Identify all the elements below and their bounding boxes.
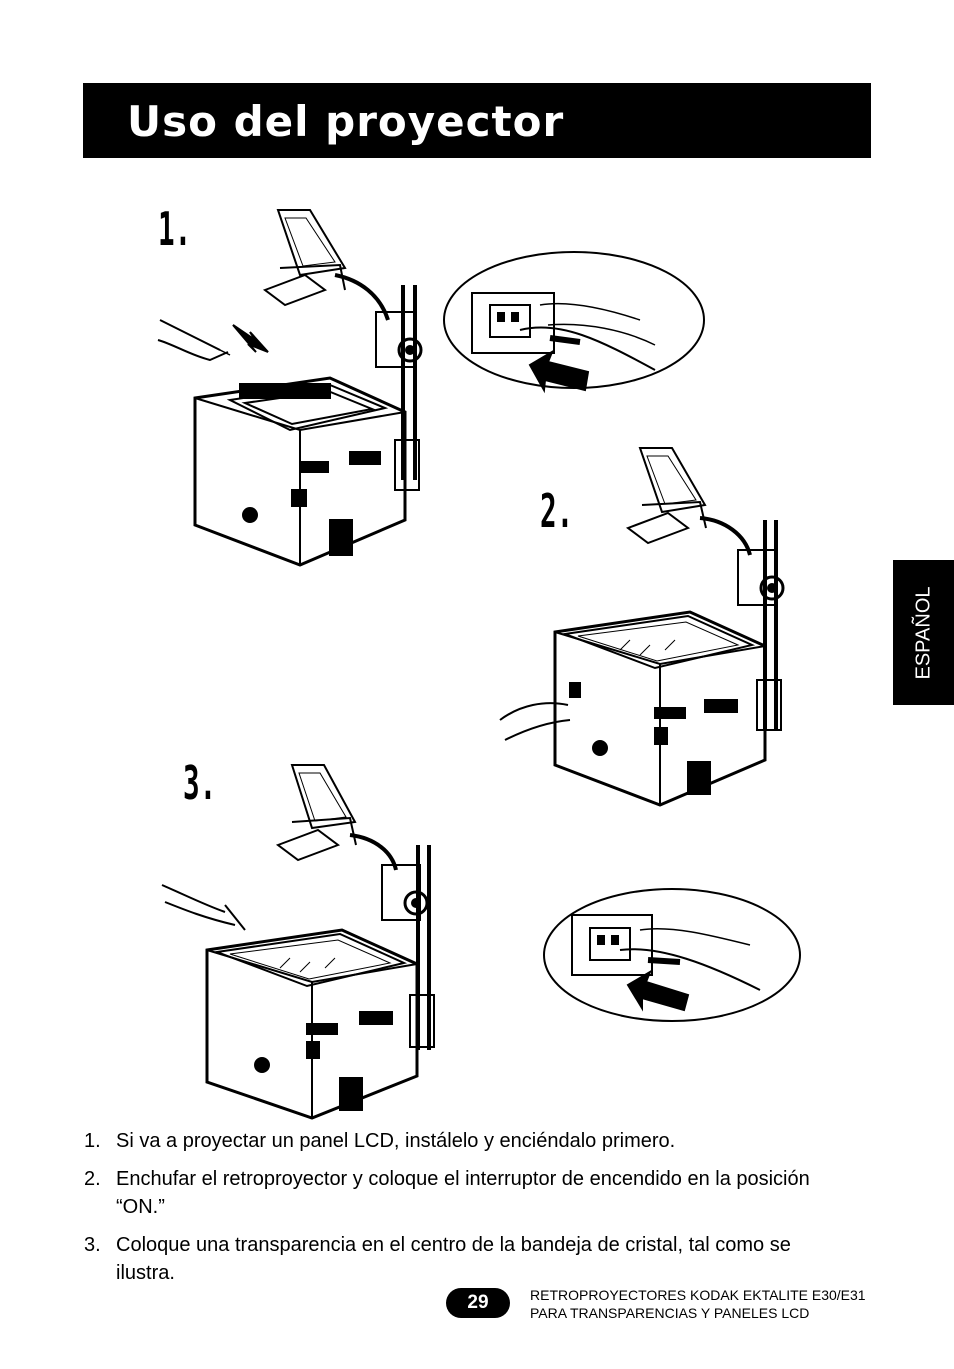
instruction-text: Si va a proyectar un panel LCD, instálel… (116, 1130, 676, 1152)
instruction-item: 1. Si va a proyectar un panel LCD, instá… (84, 1127, 844, 1155)
language-tab: ESPAÑOL (893, 560, 954, 705)
step-label-2: 2. (540, 484, 574, 538)
instruction-list: 1. Si va a proyectar un panel LCD, instá… (84, 1127, 844, 1297)
instruction-item: 3. Coloque una transparencia en el centr… (84, 1231, 844, 1287)
footer-line-2: PARA TRANSPARENCIAS Y PANELES LCD (530, 1305, 810, 1321)
page-number-badge: 29 (446, 1288, 510, 1318)
projector-1-illustration (157, 209, 423, 567)
outlet-inset-1 (443, 251, 705, 394)
instruction-number: 1. (84, 1130, 101, 1152)
projector-illustrations (157, 209, 801, 1120)
instruction-text: Enchufar el retroproyector y coloque el … (116, 1168, 810, 1218)
instruction-number: 3. (84, 1234, 101, 1256)
instruction-item: 2. Enchufar el retroproyector y coloque … (84, 1165, 844, 1221)
outlet-inset-2 (543, 888, 801, 1022)
title-bar: Uso del proyector (83, 83, 871, 158)
instruction-number: 2. (84, 1168, 101, 1190)
footer-line-1: RETROPROYECTORES KODAK EKTALITE E30/E31 (530, 1287, 866, 1303)
projector-2-illustration (499, 447, 785, 807)
step-label-1: 1. (158, 202, 192, 256)
footer-text: RETROPROYECTORES KODAK EKTALITE E30/E31 … (530, 1286, 866, 1322)
projector-3-illustration (161, 764, 435, 1120)
page-title: Uso del proyector (127, 97, 565, 146)
instruction-text: Coloque una transparencia en el centro d… (116, 1234, 791, 1284)
step-label-3: 3. (183, 756, 217, 810)
